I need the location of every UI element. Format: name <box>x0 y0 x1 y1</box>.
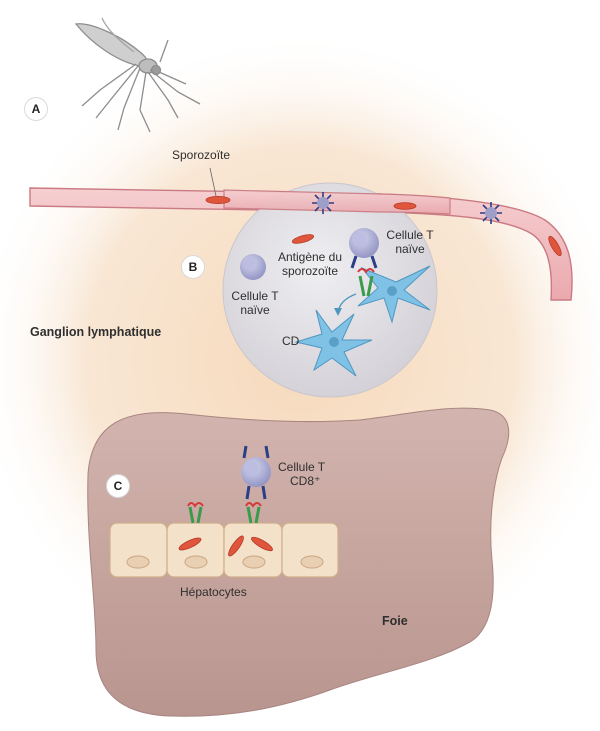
label-cd8-line2: CD8⁺ <box>290 474 321 488</box>
sporozoite-liver-2 <box>228 535 244 557</box>
hepatocyte-4 <box>281 522 339 578</box>
hepatocyte-1 <box>109 522 168 578</box>
sporozoite-vessel-2 <box>393 202 417 210</box>
naive-t-cell-right <box>349 228 379 269</box>
presentation-arrowhead <box>334 308 342 316</box>
label-dendritic-cell: CD <box>282 334 300 348</box>
activated-cell-vessel-1 <box>312 192 334 214</box>
activated-cell-vessel-2 <box>480 202 502 224</box>
label-lymph-node: Ganglion lymphatique <box>30 325 162 339</box>
label-naive-t-right-line1: Cellule T <box>386 228 434 242</box>
label-antigen-line2: sporozoïte <box>281 264 339 278</box>
mhc-hepatocyte-2 <box>245 502 262 524</box>
sporozoite-pointer <box>209 167 217 197</box>
label-naive-t-left-line2: naïve <box>240 303 270 317</box>
naive-t-cell-left-nucleus <box>243 257 255 269</box>
blood-vessel-front <box>223 189 451 215</box>
label-naive-t-left: Cellule T naïve <box>222 289 288 317</box>
label-liver: Foie <box>382 614 408 628</box>
marker-a: A <box>25 98 47 120</box>
label-naive-t-right: Cellule T naïve <box>380 228 440 256</box>
lymph-node <box>222 182 438 398</box>
label-sporozoite: Sporozoïte <box>172 148 231 162</box>
label-antigen-line1: Antigène du <box>277 250 343 264</box>
label-naive-t-right-line2: naïve <box>395 242 425 256</box>
hepatocyte-row <box>109 522 339 578</box>
sporozoite-liver-1 <box>178 537 202 551</box>
sporozoite-liver-3 <box>251 536 273 552</box>
mhc-antigen-node <box>357 268 375 297</box>
marker-c: C <box>107 475 129 497</box>
dendritic-cell-lower <box>294 309 373 377</box>
sporozoite-vessel-1 <box>205 195 231 204</box>
label-cd8-line1: Cellule T <box>278 460 326 474</box>
mosquito-illustration <box>74 17 201 133</box>
dendritic-cell-upper <box>357 265 431 324</box>
label-hepatocytes: Hépatocytes <box>180 585 247 599</box>
mhc-hepatocyte-1 <box>187 502 204 524</box>
sporozoite-node <box>291 234 315 244</box>
hepatocyte-2 <box>166 522 225 578</box>
cd8-t-cell <box>241 445 271 500</box>
sporozoite-vessel-3 <box>548 235 562 257</box>
label-naive-t-left-line1: Cellule T <box>231 289 279 303</box>
label-cd8-t-cell: Cellule T CD8⁺ <box>278 460 325 488</box>
marker-b: B <box>182 256 204 278</box>
label-antigen: Antigène du sporozoïte <box>268 250 352 278</box>
